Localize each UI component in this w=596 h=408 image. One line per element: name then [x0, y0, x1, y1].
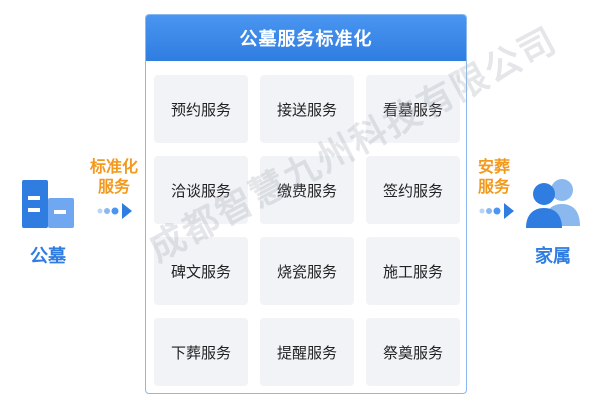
- panel-header: 公墓服务标准化: [146, 15, 466, 61]
- service-item: 祭奠服务: [366, 318, 460, 386]
- service-item: 缴费服务: [260, 156, 354, 224]
- arrow-right-icon: [97, 203, 132, 219]
- service-item: 提醒服务: [260, 318, 354, 386]
- service-item: 烧瓷服务: [260, 237, 354, 305]
- service-item: 接送服务: [260, 75, 354, 143]
- family-label: 家属: [535, 246, 571, 267]
- burial-service-label: 安葬 服务: [477, 157, 510, 196]
- people-icon: [526, 179, 580, 228]
- service-item: 预约服务: [154, 75, 248, 143]
- service-panel: 公墓服务标准化 预约服务 接送服务 看墓服务 洽谈服务 缴费服务 签约服务 碑文…: [145, 14, 467, 394]
- cemetery-label: 公墓: [30, 246, 66, 267]
- service-item: 看墓服务: [366, 75, 460, 143]
- service-item: 碑文服务: [154, 237, 248, 305]
- standardized-service-label: 标准化 服务: [89, 157, 138, 196]
- panel-title: 公墓服务标准化: [239, 29, 373, 50]
- service-item: 洽谈服务: [154, 156, 248, 224]
- service-grid: 预约服务 接送服务 看墓服务 洽谈服务 缴费服务 签约服务 碑文服务 烧瓷服务 …: [154, 75, 460, 386]
- service-item: 下葬服务: [154, 318, 248, 386]
- service-item: 签约服务: [366, 156, 460, 224]
- service-item: 施工服务: [366, 237, 460, 305]
- building-icon: [22, 180, 74, 228]
- arrow-right-icon: [479, 203, 514, 219]
